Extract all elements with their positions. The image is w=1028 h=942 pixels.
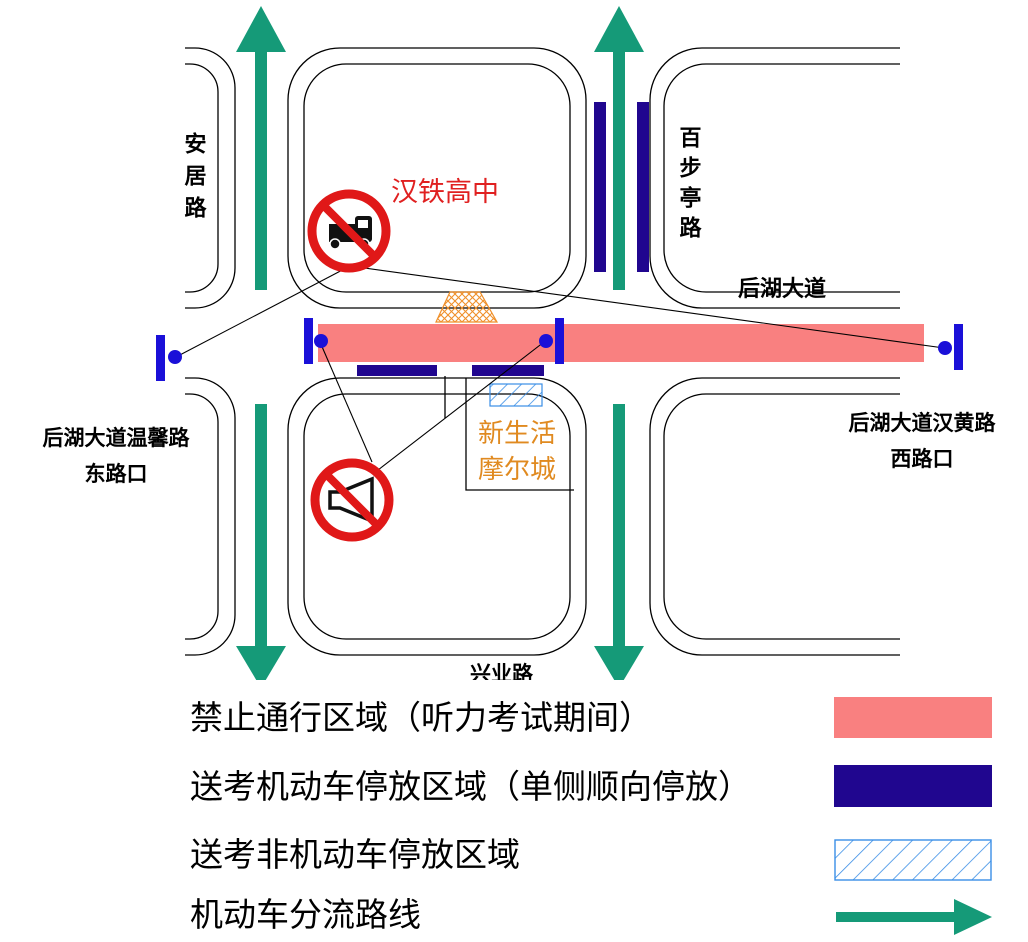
legend-swatch-motor-parking (834, 765, 992, 807)
arrow-icon (236, 404, 286, 680)
block-outline (303, 393, 571, 640)
legend-swatch-closed-zone (834, 697, 992, 738)
block-outline (663, 63, 900, 293)
parking-zone (594, 102, 606, 272)
block-outline (649, 47, 900, 309)
block-outline (287, 47, 587, 309)
traffic-map: 安居路 百步亭路 后湖大道 兴业路 汉铁高中 新生活 摩尔城 后湖大道温馨路 东… (43, 6, 997, 680)
block-outline (663, 393, 900, 640)
intersection-east-line1: 后湖大道汉黄路 (849, 411, 997, 435)
no-trucks-sign-icon (307, 189, 391, 273)
road-sign-icon (539, 318, 564, 364)
road-sign-icon (156, 335, 182, 381)
block-outline (185, 393, 219, 640)
arrow-icon (594, 404, 644, 680)
arrow-icon (594, 6, 644, 290)
block-outline (303, 63, 571, 293)
legend-label-motor-parking: 送考机动车停放区域（单侧顺向停放） (190, 767, 751, 806)
intersection-west-line1: 后湖大道温馨路 (43, 426, 191, 450)
block-outline (287, 377, 587, 656)
arrow-icon (236, 6, 286, 290)
road-label-baibuting: 百步亭路 (676, 126, 702, 246)
arrow-icon (836, 899, 992, 935)
landmark-mall-line2: 摩尔城 (478, 455, 556, 485)
block-outline (185, 63, 219, 293)
road-sign-icon (938, 324, 963, 370)
parking-zone (472, 365, 544, 376)
sign-connector-lines (175, 265, 945, 471)
motor-parking-zones (357, 102, 649, 376)
road-sign-posts (156, 318, 963, 381)
landmark-school: 汉铁高中 (391, 177, 499, 208)
bike-parking-zone (489, 383, 543, 407)
intersection-east-line2: 西路口 (891, 447, 954, 471)
city-blocks (185, 47, 900, 656)
parking-zone (357, 365, 437, 376)
legend-label-bike-parking: 送考非机动车停放区域 (190, 835, 520, 874)
legend-swatch-bike-parking (834, 839, 992, 881)
diversion-arrows (236, 6, 644, 680)
road-label-anju: 安居路 (181, 131, 207, 228)
school-gate-canopy (435, 291, 499, 323)
mall-outline (465, 378, 574, 491)
block-outline (185, 47, 236, 309)
legend-label-closed-zone: 禁止通行区域（听力考试期间） (190, 698, 652, 737)
intersection-west-line2: 东路口 (85, 462, 148, 486)
block-outline (185, 377, 236, 656)
landmark-mall-line1: 新生活 (478, 419, 556, 449)
legend-label-diversion: 机动车分流路线 (190, 895, 421, 934)
road-label-xingye: 兴业路 (470, 662, 534, 680)
road-label-houhu: 后湖大道 (738, 276, 826, 302)
no-honking-sign-icon (310, 458, 394, 542)
closed-zone-bar (318, 324, 924, 362)
block-outline (649, 377, 900, 656)
road-sign-icon (304, 318, 328, 364)
parking-zone (637, 102, 649, 272)
